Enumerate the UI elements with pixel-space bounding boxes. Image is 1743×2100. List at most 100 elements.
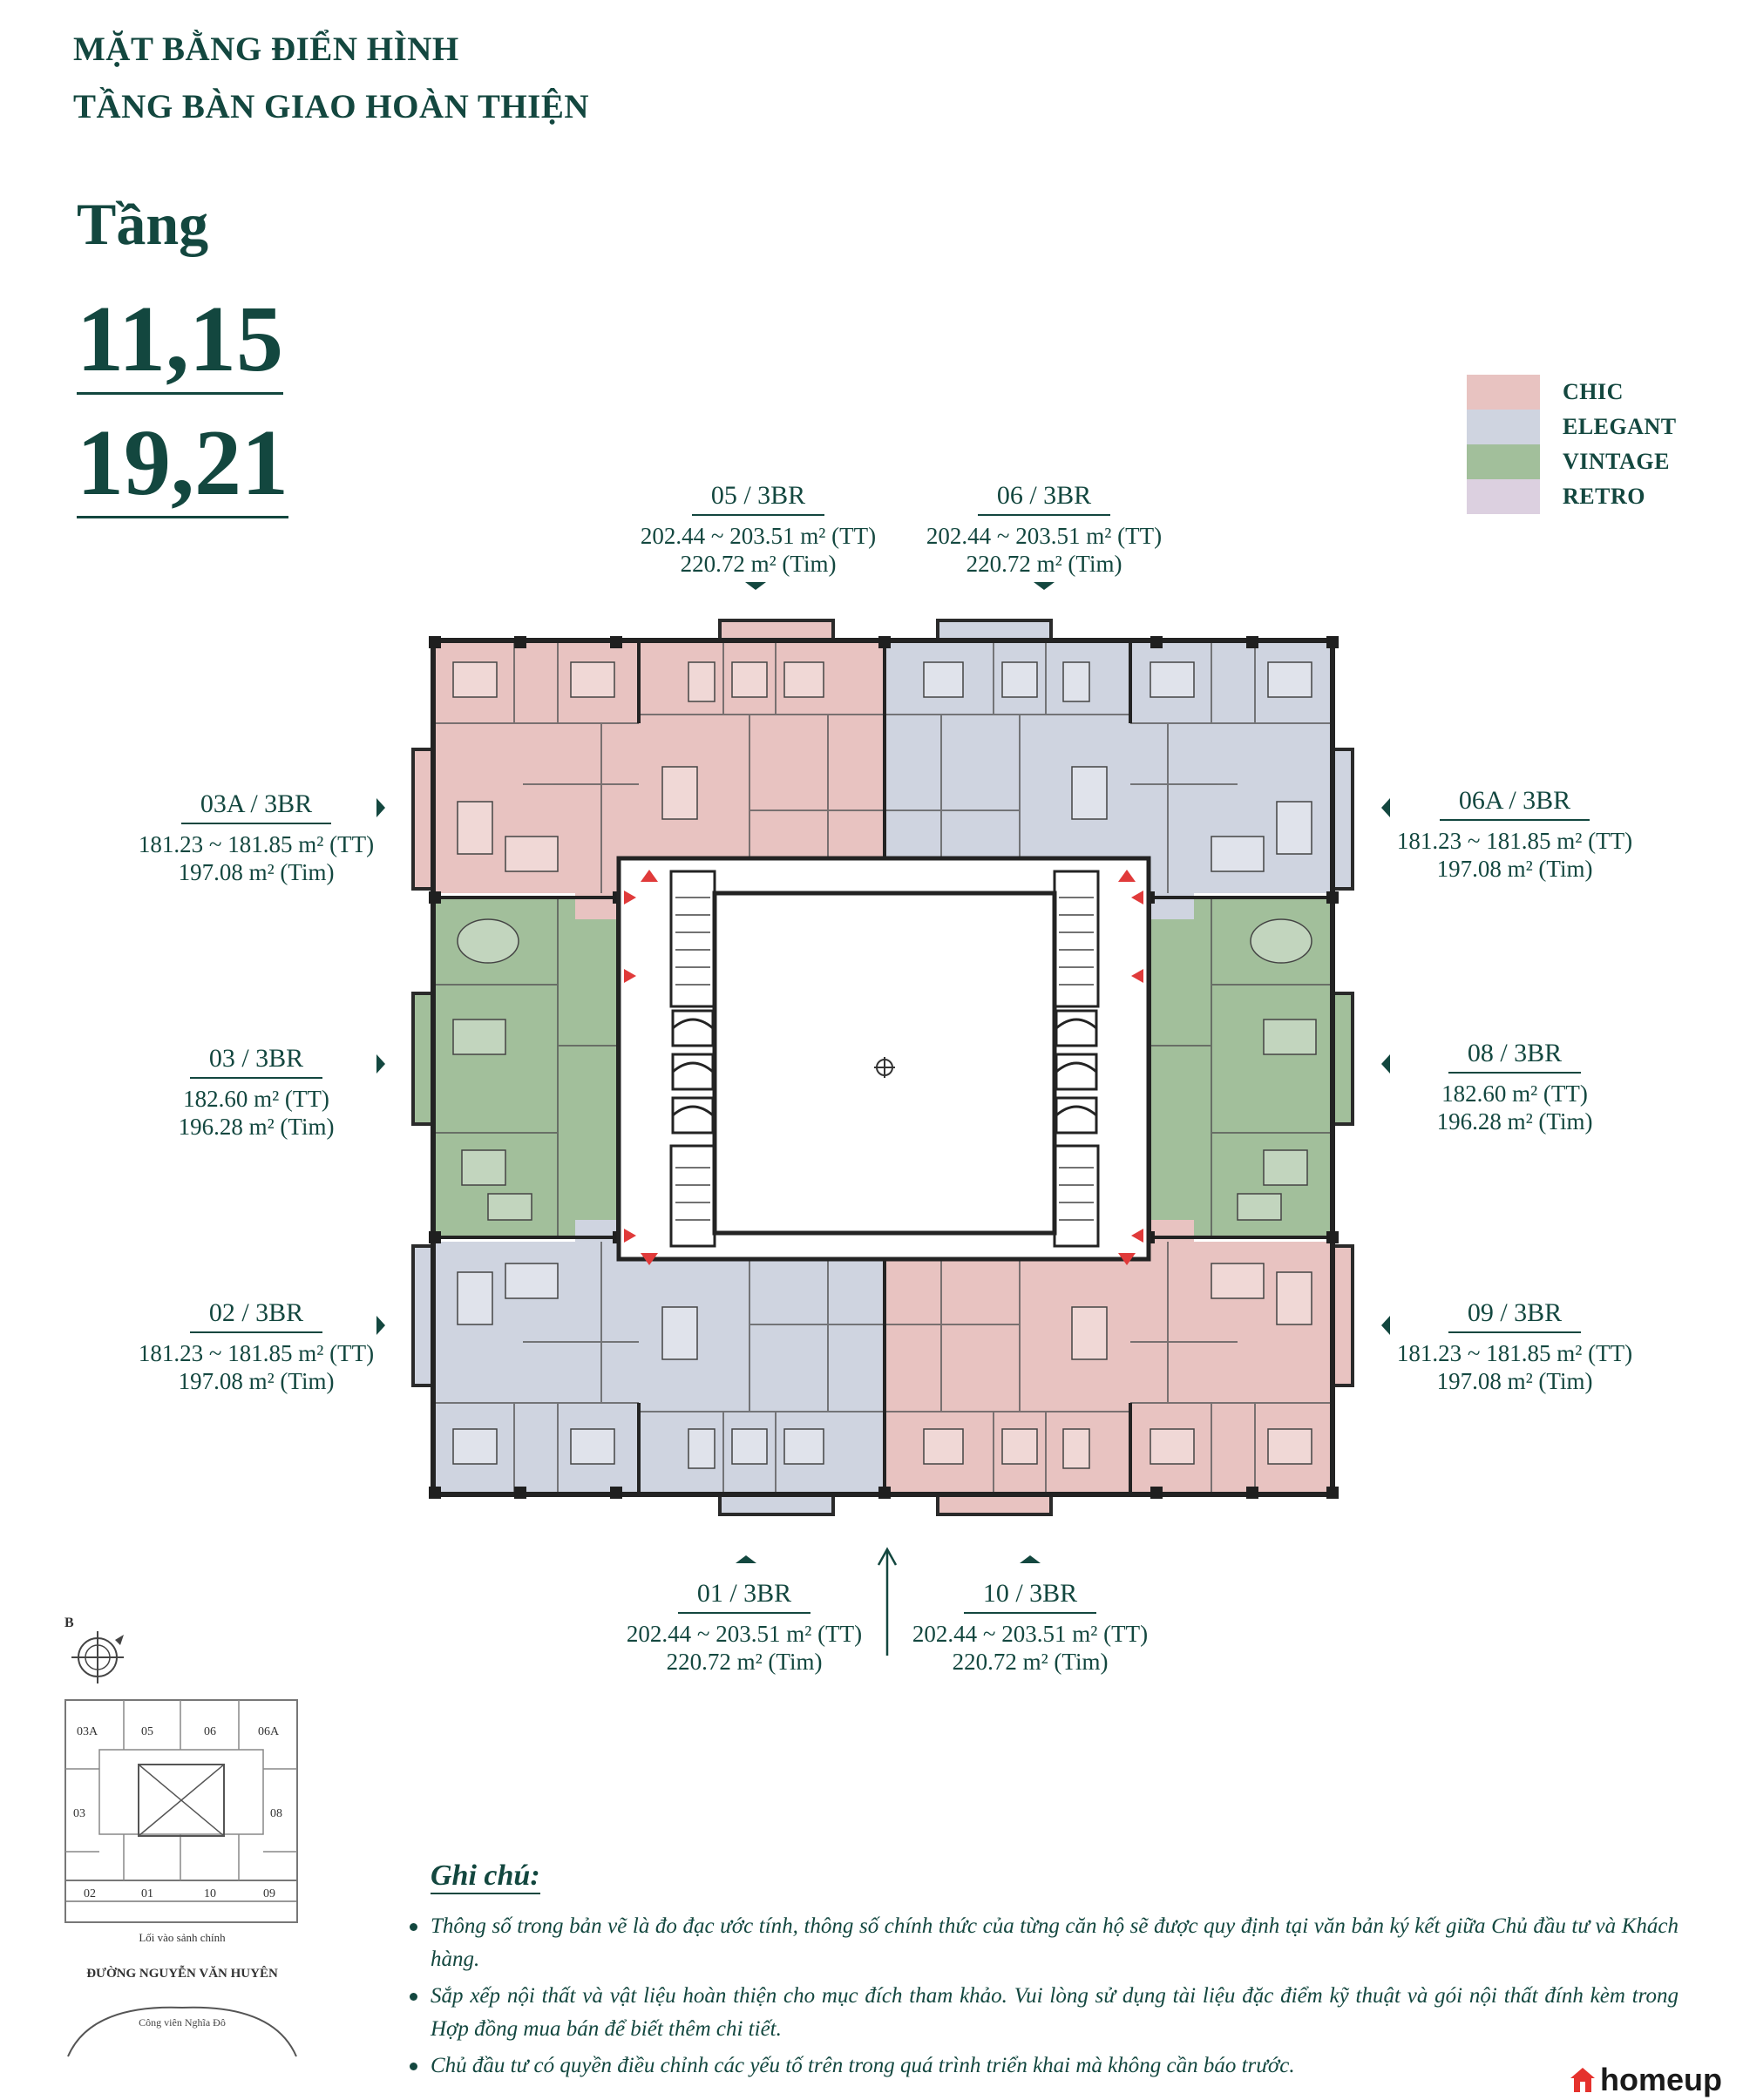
unit-label-01: 01 / 3BR 202.44 ~ 203.51 m² (TT) 220.72 … bbox=[622, 1579, 866, 1677]
unit-area-06a bbox=[1130, 640, 1333, 893]
note-item: Chủ đầu tư có quyền điều chỉnh các yếu t… bbox=[410, 2049, 1679, 2083]
unit-name: 03 / 3BR bbox=[189, 1044, 323, 1079]
header-title-line1: MẶT BẰNG ĐIỂN HÌNH bbox=[73, 30, 459, 68]
note-item: Sắp xếp nội thất và vật liệu hoàn thiện … bbox=[410, 1980, 1679, 2046]
note-item: Thông số trong bản vẽ là đo đạc ước tính… bbox=[410, 1910, 1679, 1976]
stair-core bbox=[1053, 870, 1100, 1008]
unit-name: 06A / 3BR bbox=[1439, 786, 1590, 821]
key-plan-unit: 01 bbox=[141, 1887, 153, 1900]
unit-label-06a: 06A / 3BR 181.23 ~ 181.85 m² (TT) 197.08… bbox=[1393, 786, 1637, 884]
bullet-icon bbox=[410, 2063, 417, 2070]
unit-area-tim: 197.08 m² (Tim) bbox=[178, 858, 335, 885]
legend-swatch-chic bbox=[1467, 375, 1540, 410]
unit-name: 09 / 3BR bbox=[1448, 1298, 1582, 1333]
stair-core bbox=[1053, 1144, 1100, 1248]
unit-area-08 bbox=[1331, 992, 1354, 1126]
unit-area-tt: 181.23 ~ 181.85 m² (TT) bbox=[1396, 828, 1633, 854]
unit-pointer-icon bbox=[745, 582, 766, 590]
key-plan-unit: 02 bbox=[84, 1887, 96, 1900]
floor-numbers-2: 19,21 bbox=[77, 417, 288, 518]
legend-item-retro: RETRO bbox=[1467, 479, 1645, 514]
entrance-label: Lối vào sảnh chính bbox=[139, 1931, 226, 1944]
entrance-arrow bbox=[877, 1547, 898, 1656]
key-plan-unit: 09 bbox=[263, 1887, 275, 1900]
north-compass-icon bbox=[71, 1631, 124, 1683]
furniture bbox=[452, 661, 1317, 1469]
interior-walls bbox=[433, 640, 1333, 1494]
park-outline bbox=[67, 2006, 297, 2057]
unit-pointer-icon bbox=[1034, 582, 1055, 590]
legend-label: VINTAGE bbox=[1563, 449, 1670, 474]
exit-marker-icon bbox=[624, 870, 1143, 1265]
brand-logo: homeup bbox=[1569, 2062, 1722, 2098]
key-plan-unit: 05 bbox=[141, 1725, 153, 1738]
unit-pointer-icon bbox=[376, 798, 385, 817]
unit-area-tt: 181.23 ~ 181.85 m² (TT) bbox=[138, 831, 375, 857]
stair-core bbox=[669, 870, 716, 1008]
unit-label-02: 02 / 3BR 181.23 ~ 181.85 m² (TT) 197.08 … bbox=[134, 1298, 378, 1396]
unit-area-tim: 220.72 m² (Tim) bbox=[966, 550, 1122, 577]
legend-swatch-elegant bbox=[1467, 410, 1540, 444]
core-corridor bbox=[616, 856, 1151, 1265]
brand-name: homeup bbox=[1600, 2062, 1722, 2097]
unit-area-tim: 196.28 m² (Tim) bbox=[1436, 1108, 1593, 1135]
unit-area-05 bbox=[718, 619, 835, 642]
unit-label-05: 05 / 3BR 202.44 ~ 203.51 m² (TT) 220.72 … bbox=[636, 481, 880, 579]
key-plan-unit: 06A bbox=[258, 1725, 280, 1738]
unit-area-10 bbox=[936, 1493, 1053, 1516]
legend-label: RETRO bbox=[1563, 484, 1645, 509]
unit-area-tim: 220.72 m² (Tim) bbox=[666, 1648, 823, 1675]
unit-area-tt: 202.44 ~ 203.51 m² (TT) bbox=[926, 523, 1163, 549]
unit-pointer-icon bbox=[1381, 798, 1390, 817]
legend-item-vintage: VINTAGE bbox=[1467, 444, 1670, 479]
notes-title: Ghi chú: bbox=[431, 1860, 540, 1894]
unit-name: 01 / 3BR bbox=[677, 1579, 811, 1614]
key-plan-unit: 10 bbox=[204, 1887, 216, 1900]
unit-area-09 bbox=[1130, 1242, 1333, 1494]
unit-area-08 bbox=[1149, 898, 1333, 1237]
note-text: Chủ đầu tư có quyền điều chỉnh các yếu t… bbox=[431, 2054, 1295, 2077]
stair-core bbox=[669, 1144, 716, 1248]
unit-name: 10 / 3BR bbox=[963, 1579, 1097, 1614]
unit-area-02 bbox=[433, 1242, 639, 1494]
unit-area-tt: 202.44 ~ 203.51 m² (TT) bbox=[640, 523, 877, 549]
north-label: B bbox=[64, 1616, 74, 1630]
unit-pointer-icon bbox=[736, 1555, 756, 1563]
key-plan-unit: 08 bbox=[270, 1807, 282, 1820]
key-plan-unit: 03 bbox=[73, 1807, 85, 1820]
park-label: Công viên Nghĩa Đô bbox=[139, 2016, 226, 2029]
key-plan-outline bbox=[64, 1699, 298, 1923]
unit-area-01 bbox=[639, 1242, 885, 1494]
unit-area-02 bbox=[411, 1244, 435, 1387]
structural-columns bbox=[429, 636, 1339, 1499]
unit-area-03a bbox=[411, 748, 435, 891]
bullet-icon bbox=[410, 1923, 417, 1931]
legend-item-chic: CHIC bbox=[1467, 375, 1624, 410]
note-text: Thông số trong bản vẽ là đo đạc ước tính… bbox=[431, 1914, 1679, 1971]
elevator bbox=[671, 1009, 1098, 1135]
unit-area-tt: 182.60 m² (TT) bbox=[183, 1086, 329, 1112]
unit-area-tim: 197.08 m² (Tim) bbox=[1436, 1367, 1593, 1394]
unit-label-06: 06 / 3BR 202.44 ~ 203.51 m² (TT) 220.72 … bbox=[922, 481, 1166, 579]
unit-area-01 bbox=[718, 1493, 835, 1516]
house-icon bbox=[1570, 2068, 1595, 2092]
floor-label: Tầng bbox=[77, 191, 209, 257]
unit-name: 02 / 3BR bbox=[189, 1298, 323, 1333]
unit-area-tt: 202.44 ~ 203.51 m² (TT) bbox=[912, 1621, 1149, 1647]
unit-area-09 bbox=[1331, 1244, 1354, 1387]
unit-pointer-icon bbox=[1381, 1054, 1390, 1074]
key-plan-unit: 06 bbox=[204, 1725, 216, 1738]
unit-pointer-icon bbox=[1381, 1316, 1390, 1335]
unit-area-tim: 220.72 m² (Tim) bbox=[952, 1648, 1109, 1675]
key-plan-unit: 03A bbox=[77, 1725, 98, 1738]
unit-area-tim: 220.72 m² (Tim) bbox=[680, 550, 837, 577]
unit-name: 05 / 3BR bbox=[691, 481, 825, 516]
street-label: ĐƯỜNG NGUYỄN VĂN HUYÊN bbox=[86, 1967, 278, 1981]
unit-label-03a: 03A / 3BR 181.23 ~ 181.85 m² (TT) 197.08… bbox=[134, 789, 378, 887]
legend-label: CHIC bbox=[1563, 379, 1624, 404]
legend-swatch-vintage bbox=[1467, 444, 1540, 479]
unit-label-10: 10 / 3BR 202.44 ~ 203.51 m² (TT) 220.72 … bbox=[908, 1579, 1152, 1677]
unit-area-tt: 181.23 ~ 181.85 m² (TT) bbox=[138, 1340, 375, 1366]
unit-area-tt: 202.44 ~ 203.51 m² (TT) bbox=[626, 1621, 863, 1647]
